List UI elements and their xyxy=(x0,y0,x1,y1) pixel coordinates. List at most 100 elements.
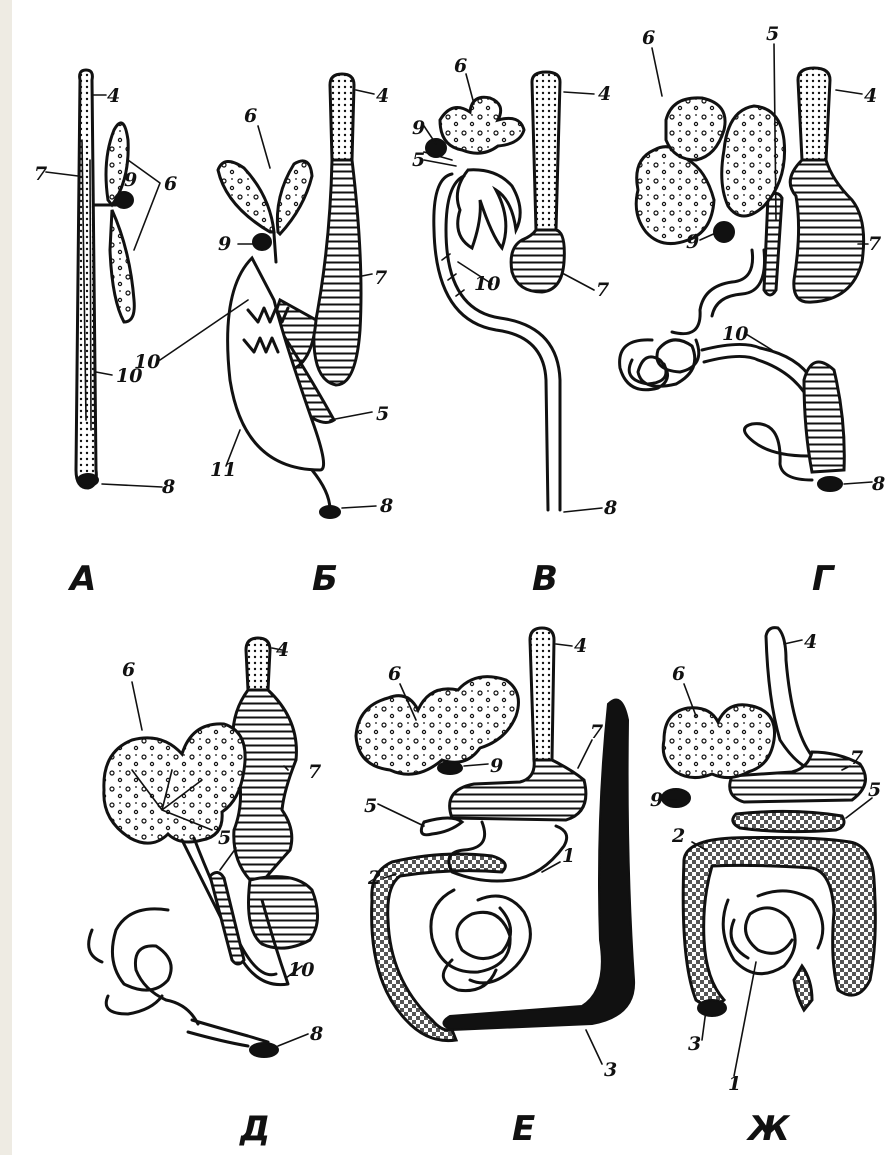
g-liver-left xyxy=(636,147,714,244)
panel-e: 6 4 7 9 5 2 1 3 Е xyxy=(356,628,634,1149)
d-intestine-coil xyxy=(89,909,198,1024)
g-liver-center xyxy=(666,98,725,160)
b-liver-left xyxy=(218,161,274,232)
a-liver-lobe-lower xyxy=(110,210,134,322)
b-rectum xyxy=(312,470,330,510)
e-label-1: 1 xyxy=(562,845,575,867)
panel-g: 6 5 4 9 7 10 8 Г xyxy=(620,23,886,599)
b-liver-right xyxy=(277,161,312,234)
zh-label-6: 6 xyxy=(672,663,685,685)
g-label-9: 9 xyxy=(686,231,699,253)
a-gut-tube xyxy=(76,70,96,488)
b-gallbladder xyxy=(253,234,271,250)
b-stomach xyxy=(314,160,361,385)
zh-gallbladder xyxy=(662,789,690,807)
v-label-9: 9 xyxy=(412,117,425,139)
v-label-8: 8 xyxy=(603,497,617,519)
d-anus xyxy=(250,1043,278,1057)
g-label-5: 5 xyxy=(766,23,779,45)
v-stomach xyxy=(511,230,564,292)
e-gallbladder xyxy=(438,762,462,774)
zh-anus xyxy=(698,1000,726,1016)
a-label-9: 9 xyxy=(124,169,137,191)
g-intestine-coil xyxy=(620,340,699,390)
a-label-6: 6 xyxy=(164,173,177,195)
b-label-4: 4 xyxy=(376,85,389,107)
d-stomach-upper xyxy=(233,690,297,880)
zh-label-1: 1 xyxy=(728,1073,741,1095)
e-stomach xyxy=(450,760,586,820)
zh-label-3: 3 xyxy=(688,1033,701,1055)
a-label-8: 8 xyxy=(161,476,175,498)
d-rectum xyxy=(188,1020,268,1046)
e-label-5: 5 xyxy=(364,795,377,817)
b-label-7: 7 xyxy=(374,267,387,289)
b-label-6: 6 xyxy=(244,105,257,127)
b-label-8: 8 xyxy=(379,495,393,517)
g-pancreas xyxy=(764,193,782,295)
zh-rectum xyxy=(794,966,812,1010)
v-caption: В xyxy=(532,559,558,599)
digestive-system-diagram: 4 7 9 6 10 8 А 6 4 9 7 10 5 11 8 Б xyxy=(12,0,892,1155)
b-label-5: 5 xyxy=(376,403,389,425)
g-duodenum xyxy=(672,250,765,334)
d-liver xyxy=(104,724,245,843)
v-gallbladder xyxy=(426,139,446,157)
panel-zh: 6 4 9 7 5 2 3 1 Ж xyxy=(650,628,881,1149)
zh-colon xyxy=(683,838,875,1007)
d-label-8: 8 xyxy=(309,1023,323,1045)
d-label-4: 4 xyxy=(276,639,289,661)
e-label-2: 2 xyxy=(367,867,381,889)
d-stomach-pylorus xyxy=(249,877,318,949)
e-label-9: 9 xyxy=(490,755,503,777)
zh-label-5: 5 xyxy=(868,779,881,801)
panel-a: 4 7 9 6 10 8 А xyxy=(34,70,177,599)
d-pancreas xyxy=(210,872,244,964)
panel-d: 4 6 7 5 10 8 Д xyxy=(89,638,324,1149)
b-esophagus xyxy=(330,74,354,160)
e-label-4: 4 xyxy=(574,635,587,657)
g-colon xyxy=(804,362,844,472)
zh-caption: Ж xyxy=(746,1109,791,1149)
figure-sheet: 4 7 9 6 10 8 А 6 4 9 7 10 5 11 8 Б xyxy=(12,0,892,1155)
g-label-4: 4 xyxy=(864,85,877,107)
d-label-6: 6 xyxy=(122,659,135,681)
zh-label-4: 4 xyxy=(804,631,817,653)
v-esophagus xyxy=(532,72,560,230)
d-label-7: 7 xyxy=(308,761,321,783)
g-stomach xyxy=(790,160,863,302)
d-label-5: 5 xyxy=(218,827,231,849)
e-caption: Е xyxy=(512,1109,535,1149)
e-small-intestine-coil xyxy=(431,890,530,991)
a-label-7: 7 xyxy=(34,163,47,185)
e-esophagus xyxy=(530,628,554,760)
panel-v: 6 4 9 5 10 7 8 В xyxy=(412,55,617,599)
zh-small-intestine-coil xyxy=(723,891,823,974)
b-label-10: 10 xyxy=(134,351,160,373)
v-pyloric-caeca xyxy=(457,170,520,248)
v-label-4: 4 xyxy=(598,83,611,105)
a-gallbladder xyxy=(115,192,133,208)
b-label-9: 9 xyxy=(218,233,231,255)
g-caption: Г xyxy=(812,559,836,599)
b-bile-duct xyxy=(274,234,276,262)
b-label-11: 11 xyxy=(210,459,236,481)
a-label-4: 4 xyxy=(107,85,120,107)
d-label-10: 10 xyxy=(288,959,314,981)
g-anus xyxy=(818,477,842,491)
g-label-6: 6 xyxy=(642,27,655,49)
b-spiral-valve-sac xyxy=(228,258,324,470)
g-label-10: 10 xyxy=(722,323,748,345)
v-label-10: 10 xyxy=(474,273,500,295)
g-esophagus xyxy=(798,68,830,160)
zh-pancreas xyxy=(733,811,844,831)
zh-label-7: 7 xyxy=(850,747,863,769)
v-label-6: 6 xyxy=(454,55,467,77)
e-label-7: 7 xyxy=(590,721,603,743)
g-label-7: 7 xyxy=(868,233,881,255)
a-caption: А xyxy=(67,559,96,599)
zh-label-2: 2 xyxy=(671,825,685,847)
d-caption: Д xyxy=(239,1109,270,1149)
zh-label-9: 9 xyxy=(650,789,663,811)
v-liver xyxy=(440,97,524,153)
